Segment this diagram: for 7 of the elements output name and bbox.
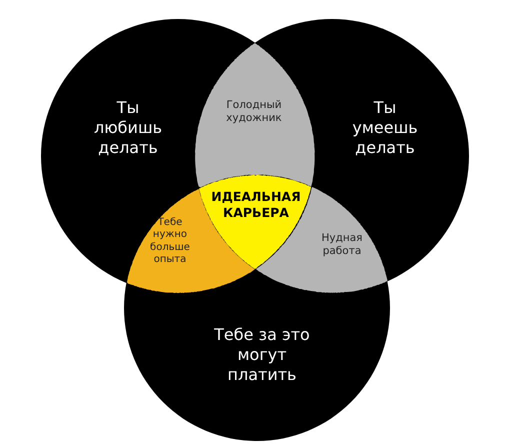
venn-label: Нудная работа bbox=[320, 232, 364, 258]
venn-label: ИДЕАЛЬНАЯ КАРЬЕРА bbox=[210, 189, 302, 221]
venn-label: Ты любишь делать bbox=[92, 98, 164, 158]
venn-label: Тебе за это могут платить bbox=[213, 325, 311, 385]
venn-label: Ты умеешь делать bbox=[351, 98, 419, 158]
venn-label: Голодный художник bbox=[225, 99, 283, 126]
venn-label: Тебе нужно больше опыта bbox=[149, 216, 191, 267]
